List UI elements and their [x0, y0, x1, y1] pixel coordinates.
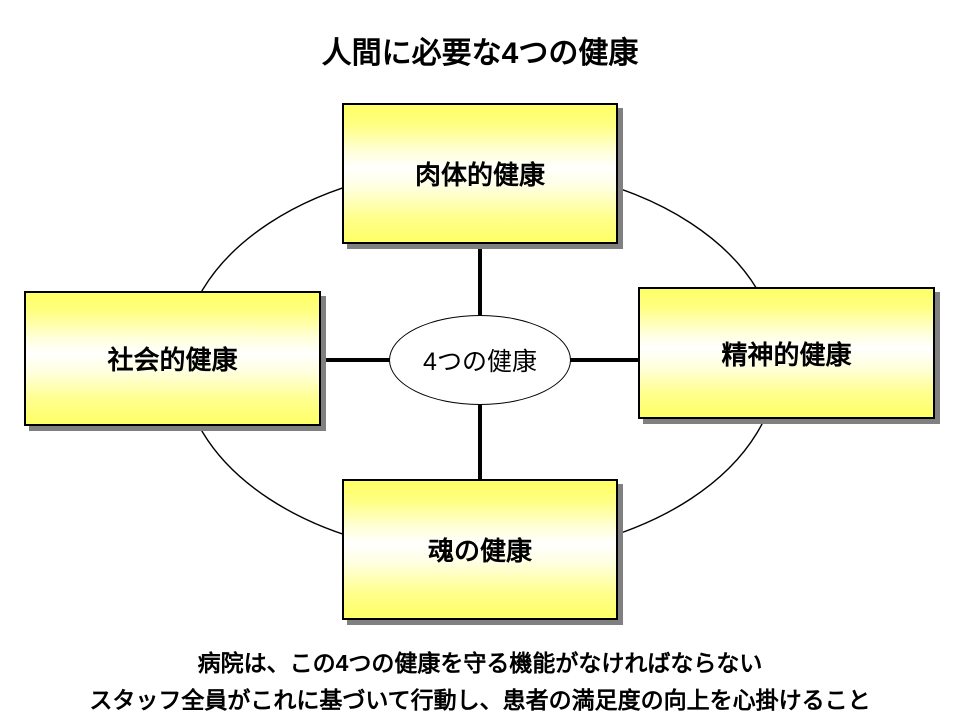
- node-label: 社会的健康: [107, 345, 238, 375]
- center-ellipse-node[interactable]: 4つの健康: [389, 315, 571, 405]
- node-box-spiritual-health[interactable]: 魂の健康: [342, 479, 618, 620]
- caption-line-2: スタッフ全員がこれに基づいて行動し、患者の満足度の向上を心掛けること: [89, 687, 871, 713]
- node-label: 精神的健康: [721, 339, 852, 370]
- caption-line-1: 病院は、この4つの健康を守る機能がなければならない: [197, 650, 763, 676]
- node-box-physical-health[interactable]: 肉体的健康: [342, 103, 618, 244]
- page-title: 人間に必要な4つの健康: [321, 37, 639, 70]
- center-node-label: 4つの健康: [423, 348, 537, 376]
- node-box-mental-health[interactable]: 精神的健康: [638, 287, 935, 419]
- node-label: 肉体的健康: [414, 160, 545, 190]
- node-box-social-health[interactable]: 社会的健康: [24, 291, 321, 426]
- connector-left: [321, 358, 391, 362]
- node-label: 魂の健康: [427, 536, 532, 566]
- connector-right: [569, 358, 639, 362]
- connector-bottom: [478, 404, 482, 480]
- connector-top: [478, 244, 482, 316]
